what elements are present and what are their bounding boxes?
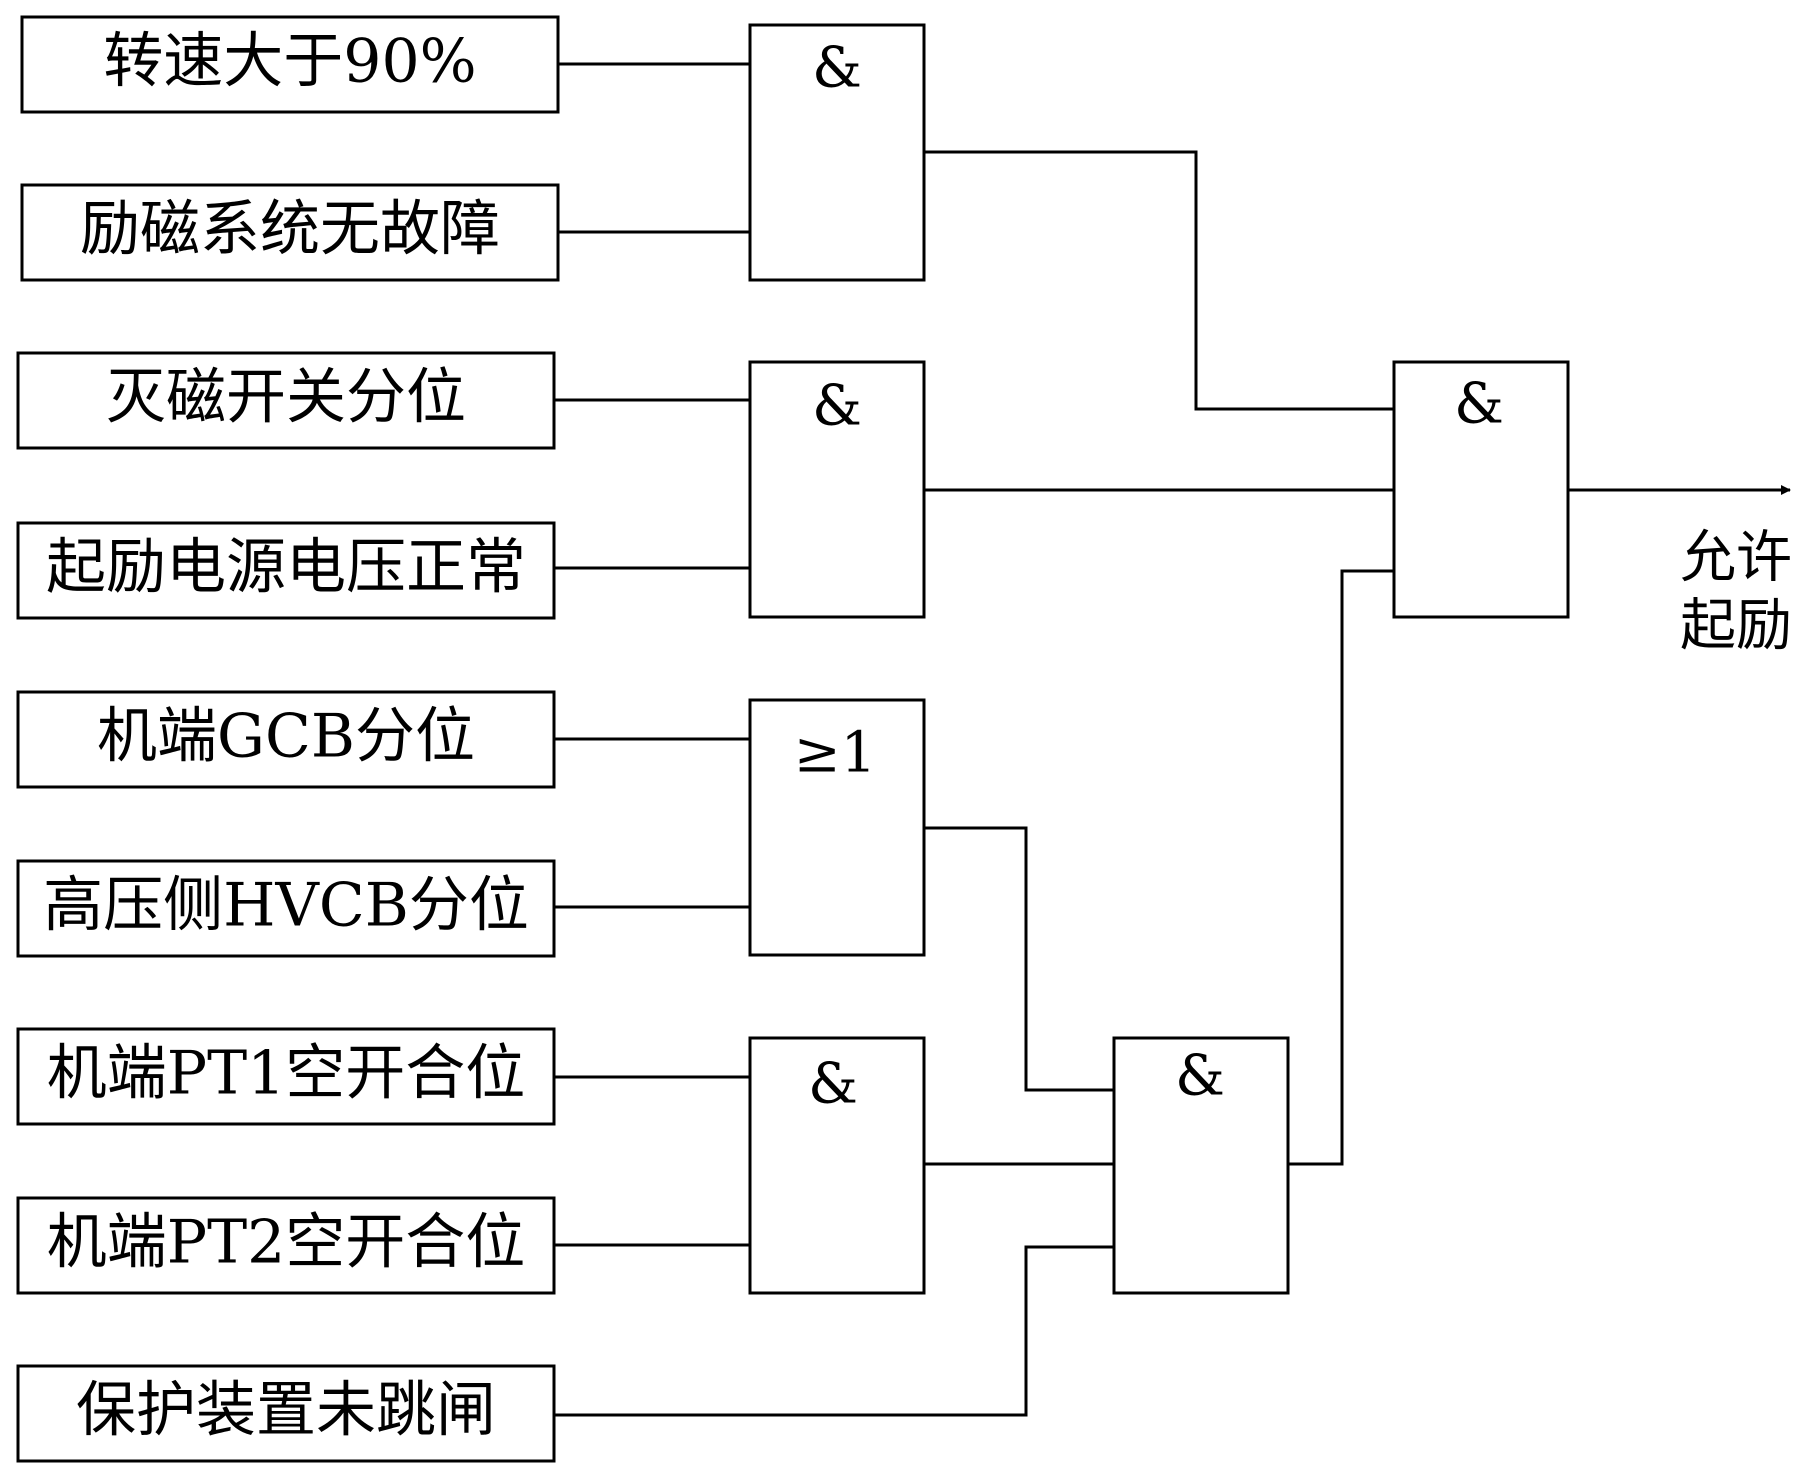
input-label-de-excitation-switch: 灭磁开关分位 (106, 363, 466, 433)
gate-symbol-1: & (812, 36, 862, 101)
gate-symbol-6: & (1454, 372, 1504, 437)
input-box-de-excitation-switch: 灭磁开关分位 (16, 351, 556, 450)
and-gate-final: & (1392, 360, 1570, 619)
input-box-speed: 转速大于90% (20, 15, 560, 114)
input-box-pt1: 机端PT1空开合位 (16, 1027, 556, 1126)
and-gate-4: & (748, 1036, 926, 1295)
and-gate-2: & (748, 360, 926, 619)
input-label-pt2: 机端PT2空开合位 (47, 1208, 526, 1278)
and-gate-5: & (1112, 1036, 1290, 1295)
output-label-line1: 允许 (1680, 526, 1792, 591)
gate-symbol-3: ≥1 (794, 721, 877, 786)
input-label-protection: 保护装置未跳闸 (76, 1376, 496, 1446)
input-label-flash-supply: 起励电源电压正常 (46, 533, 526, 603)
input-label-hvcb: 高压侧HVCB分位 (43, 871, 529, 941)
input-box-hvcb: 高压侧HVCB分位 (16, 859, 556, 958)
gate-symbol-2: & (812, 374, 862, 439)
output-label-line2: 起励 (1680, 594, 1792, 659)
input-box-pt2: 机端PT2空开合位 (16, 1196, 556, 1295)
input-box-protection: 保护装置未跳闸 (16, 1364, 556, 1463)
gate-symbol-4: & (808, 1052, 858, 1117)
wire-gate5-to-final (1288, 569, 1394, 1166)
and-gate-1: & (748, 23, 926, 282)
input-box-gcb: 机端GCB分位 (16, 690, 556, 789)
input-box-excitation-ok: 励磁系统无故障 (20, 183, 560, 282)
input-label-pt1: 机端PT1空开合位 (47, 1039, 526, 1109)
input-box-flash-supply: 起励电源电压正常 (16, 521, 556, 620)
input-label-gcb: 机端GCB分位 (97, 702, 475, 772)
gate-symbol-5: & (1175, 1044, 1225, 1109)
wire-or-to-gate5 (924, 826, 1114, 1092)
wire-protection (554, 1245, 1114, 1417)
input-label-speed: 转速大于90% (103, 27, 476, 97)
or-gate: ≥1 (748, 698, 926, 957)
wire-gate1-to-final (924, 150, 1394, 411)
input-label-excitation-ok: 励磁系统无故障 (80, 195, 500, 265)
